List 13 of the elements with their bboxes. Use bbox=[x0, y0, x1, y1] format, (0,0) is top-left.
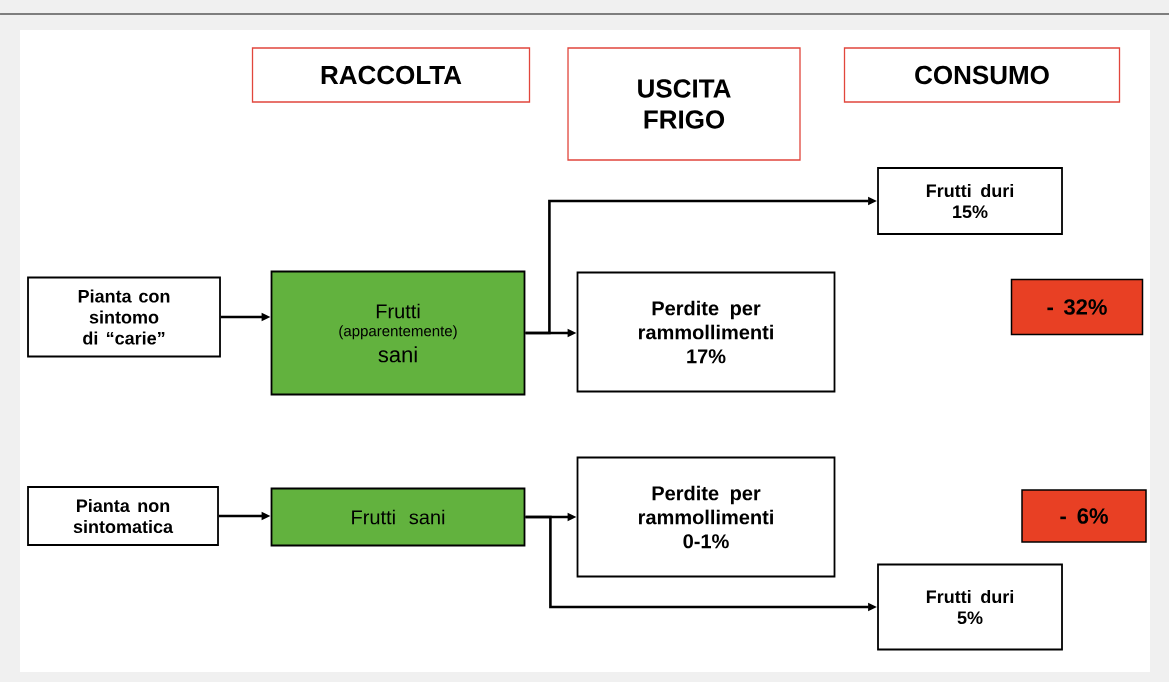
outcome-box: Perdite per rammollimenti 0-1% bbox=[576, 456, 836, 578]
outcome-box: Frutti duri 15% bbox=[877, 167, 1063, 235]
loss-badge: - 6% bbox=[1021, 489, 1147, 543]
column-heading: USCITA FRIGO bbox=[567, 47, 801, 161]
source-box: Pianta con sintomo di “carie” bbox=[27, 276, 221, 358]
outcome-box: Frutti duri 5% bbox=[877, 563, 1063, 651]
column-heading: CONSUMO bbox=[843, 47, 1121, 103]
outcome-box: Perdite per rammollimenti 17% bbox=[576, 271, 836, 393]
source-box: Pianta non sintomatica bbox=[27, 486, 219, 546]
column-heading: RACCOLTA bbox=[251, 47, 531, 103]
fruit-box: Frutti (apparentemente) sani bbox=[270, 270, 526, 396]
fruit-box: Frutti sani bbox=[270, 487, 526, 547]
loss-badge: - 32% bbox=[1010, 278, 1144, 336]
